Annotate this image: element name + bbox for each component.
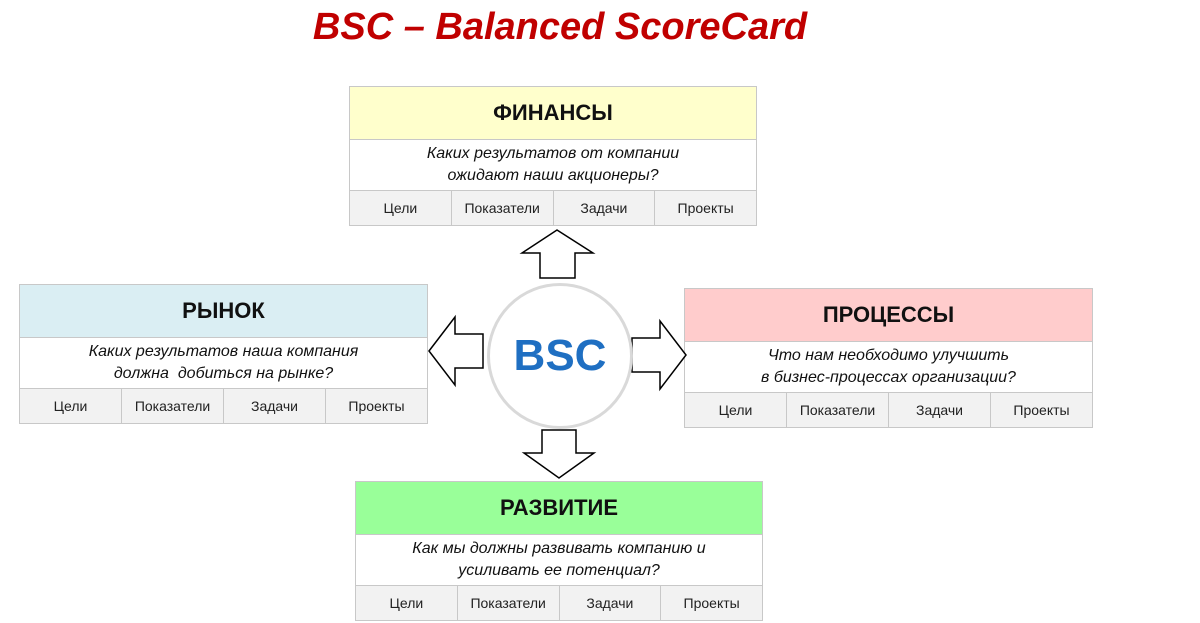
processes-question-line1: Что нам необходимо улучшить: [767, 347, 1010, 364]
arrow-right-icon: [631, 318, 687, 392]
market-question-line1: Каких результатов наша компания: [88, 343, 359, 360]
market-heading: РЫНОК: [20, 285, 427, 338]
processes-cell-indicators: Показатели: [787, 393, 889, 427]
development-question-line1: Как мы должны развивать компанию и: [412, 540, 706, 557]
finance-question: Каких результатов от компании ожидают на…: [350, 140, 756, 191]
market-cells: Цели Показатели Задачи Проекты: [20, 389, 427, 423]
processes-cell-goals: Цели: [685, 393, 787, 427]
bsc-circle: BSC: [487, 283, 633, 429]
finance-card: ФИНАНСЫ Каких результатов от компании ож…: [349, 86, 757, 226]
processes-cell-projects: Проекты: [1013, 402, 1070, 418]
market-cell-tasks: Задачи: [224, 389, 326, 423]
bsc-center-label: BSC: [513, 331, 607, 380]
development-heading: РАЗВИТИЕ: [356, 482, 762, 535]
finance-cell-tasks: Задачи: [554, 191, 656, 225]
processes-question-line2: в бизнес-процессах организации?: [761, 369, 1016, 386]
finance-cell-goals: Цели: [350, 191, 452, 225]
development-cell-tasks: Задачи: [560, 586, 662, 620]
development-cell-indicators: Показатели: [458, 586, 560, 620]
arrow-up-icon: [519, 229, 596, 279]
processes-cell-tasks: Задачи: [889, 393, 991, 427]
page-title: BSC – Balanced ScoreCard: [312, 6, 808, 48]
arrow-down-icon: [521, 429, 597, 479]
arrow-left-icon: [428, 314, 484, 388]
processes-question: Что нам необходимо улучшить в бизнес-про…: [685, 342, 1092, 393]
development-cell-goals: Цели: [356, 586, 458, 620]
market-cell-goals: Цели: [20, 389, 122, 423]
development-question: Как мы должны развивать компанию и усили…: [356, 535, 762, 586]
market-question-line2: должна добиться на рынке?: [113, 365, 334, 382]
finance-question-line2: ожидают наши акционеры?: [447, 167, 659, 184]
development-card: РАЗВИТИЕ Как мы должны развивать компани…: [355, 481, 763, 621]
finance-cell-indicators: Показатели: [452, 191, 554, 225]
finance-question-line1: Каких результатов от компании: [426, 145, 680, 162]
development-question-line2: усиливать ее потенциал?: [458, 562, 660, 579]
finance-heading: ФИНАНСЫ: [350, 87, 756, 140]
development-cell-projects: Проекты: [683, 595, 740, 611]
market-question: Каких результатов наша компания должна д…: [20, 338, 427, 389]
development-cells: Цели Показатели Задачи Проекты: [356, 586, 762, 620]
finance-cell-projects: Проекты: [677, 200, 734, 216]
market-cell-indicators: Показатели: [122, 389, 224, 423]
processes-cells: Цели Показатели Задачи Проекты: [685, 393, 1092, 427]
processes-card: ПРОЦЕССЫ Что нам необходимо улучшить в б…: [684, 288, 1093, 428]
finance-cells: Цели Показатели Задачи Проекты: [350, 191, 756, 225]
market-cell-projects: Проекты: [348, 398, 405, 414]
market-card: РЫНОК Каких результатов наша компания до…: [19, 284, 428, 424]
processes-heading: ПРОЦЕССЫ: [685, 289, 1092, 342]
